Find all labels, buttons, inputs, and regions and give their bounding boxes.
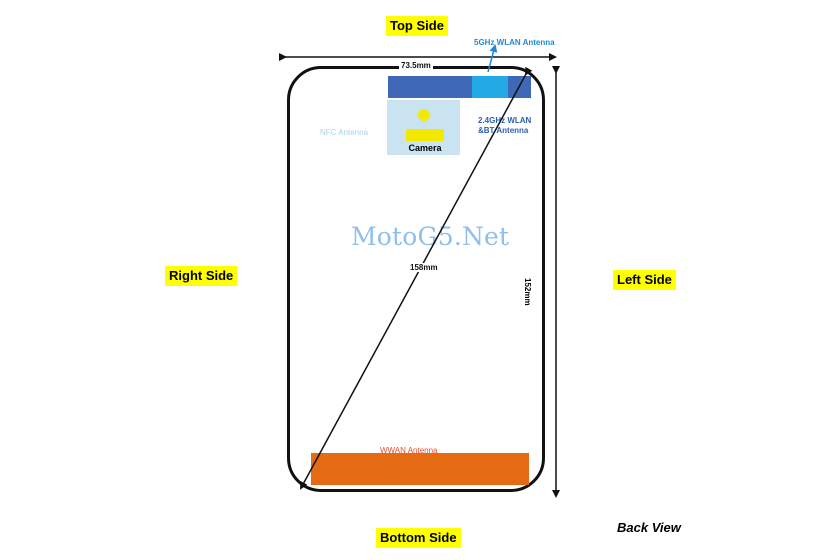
- left-side-label: Left Side: [613, 270, 676, 290]
- diagonal-dimension-label: 158mm: [408, 263, 440, 272]
- top-side-label: Top Side: [386, 16, 448, 36]
- width-dimension-label: 73.5mm: [399, 61, 433, 70]
- wlan-5ghz-label: 5GHz WLAN Antenna: [474, 38, 555, 47]
- wlan-5ghz-pointer-arrow: [487, 44, 498, 73]
- diagonal-dimension-line: [300, 66, 533, 490]
- right-side-label: Right Side: [165, 266, 238, 286]
- height-dimension-label: 152mm: [523, 278, 532, 306]
- back-view-label: Back View: [617, 520, 681, 535]
- bottom-side-label: Bottom Side: [376, 528, 461, 548]
